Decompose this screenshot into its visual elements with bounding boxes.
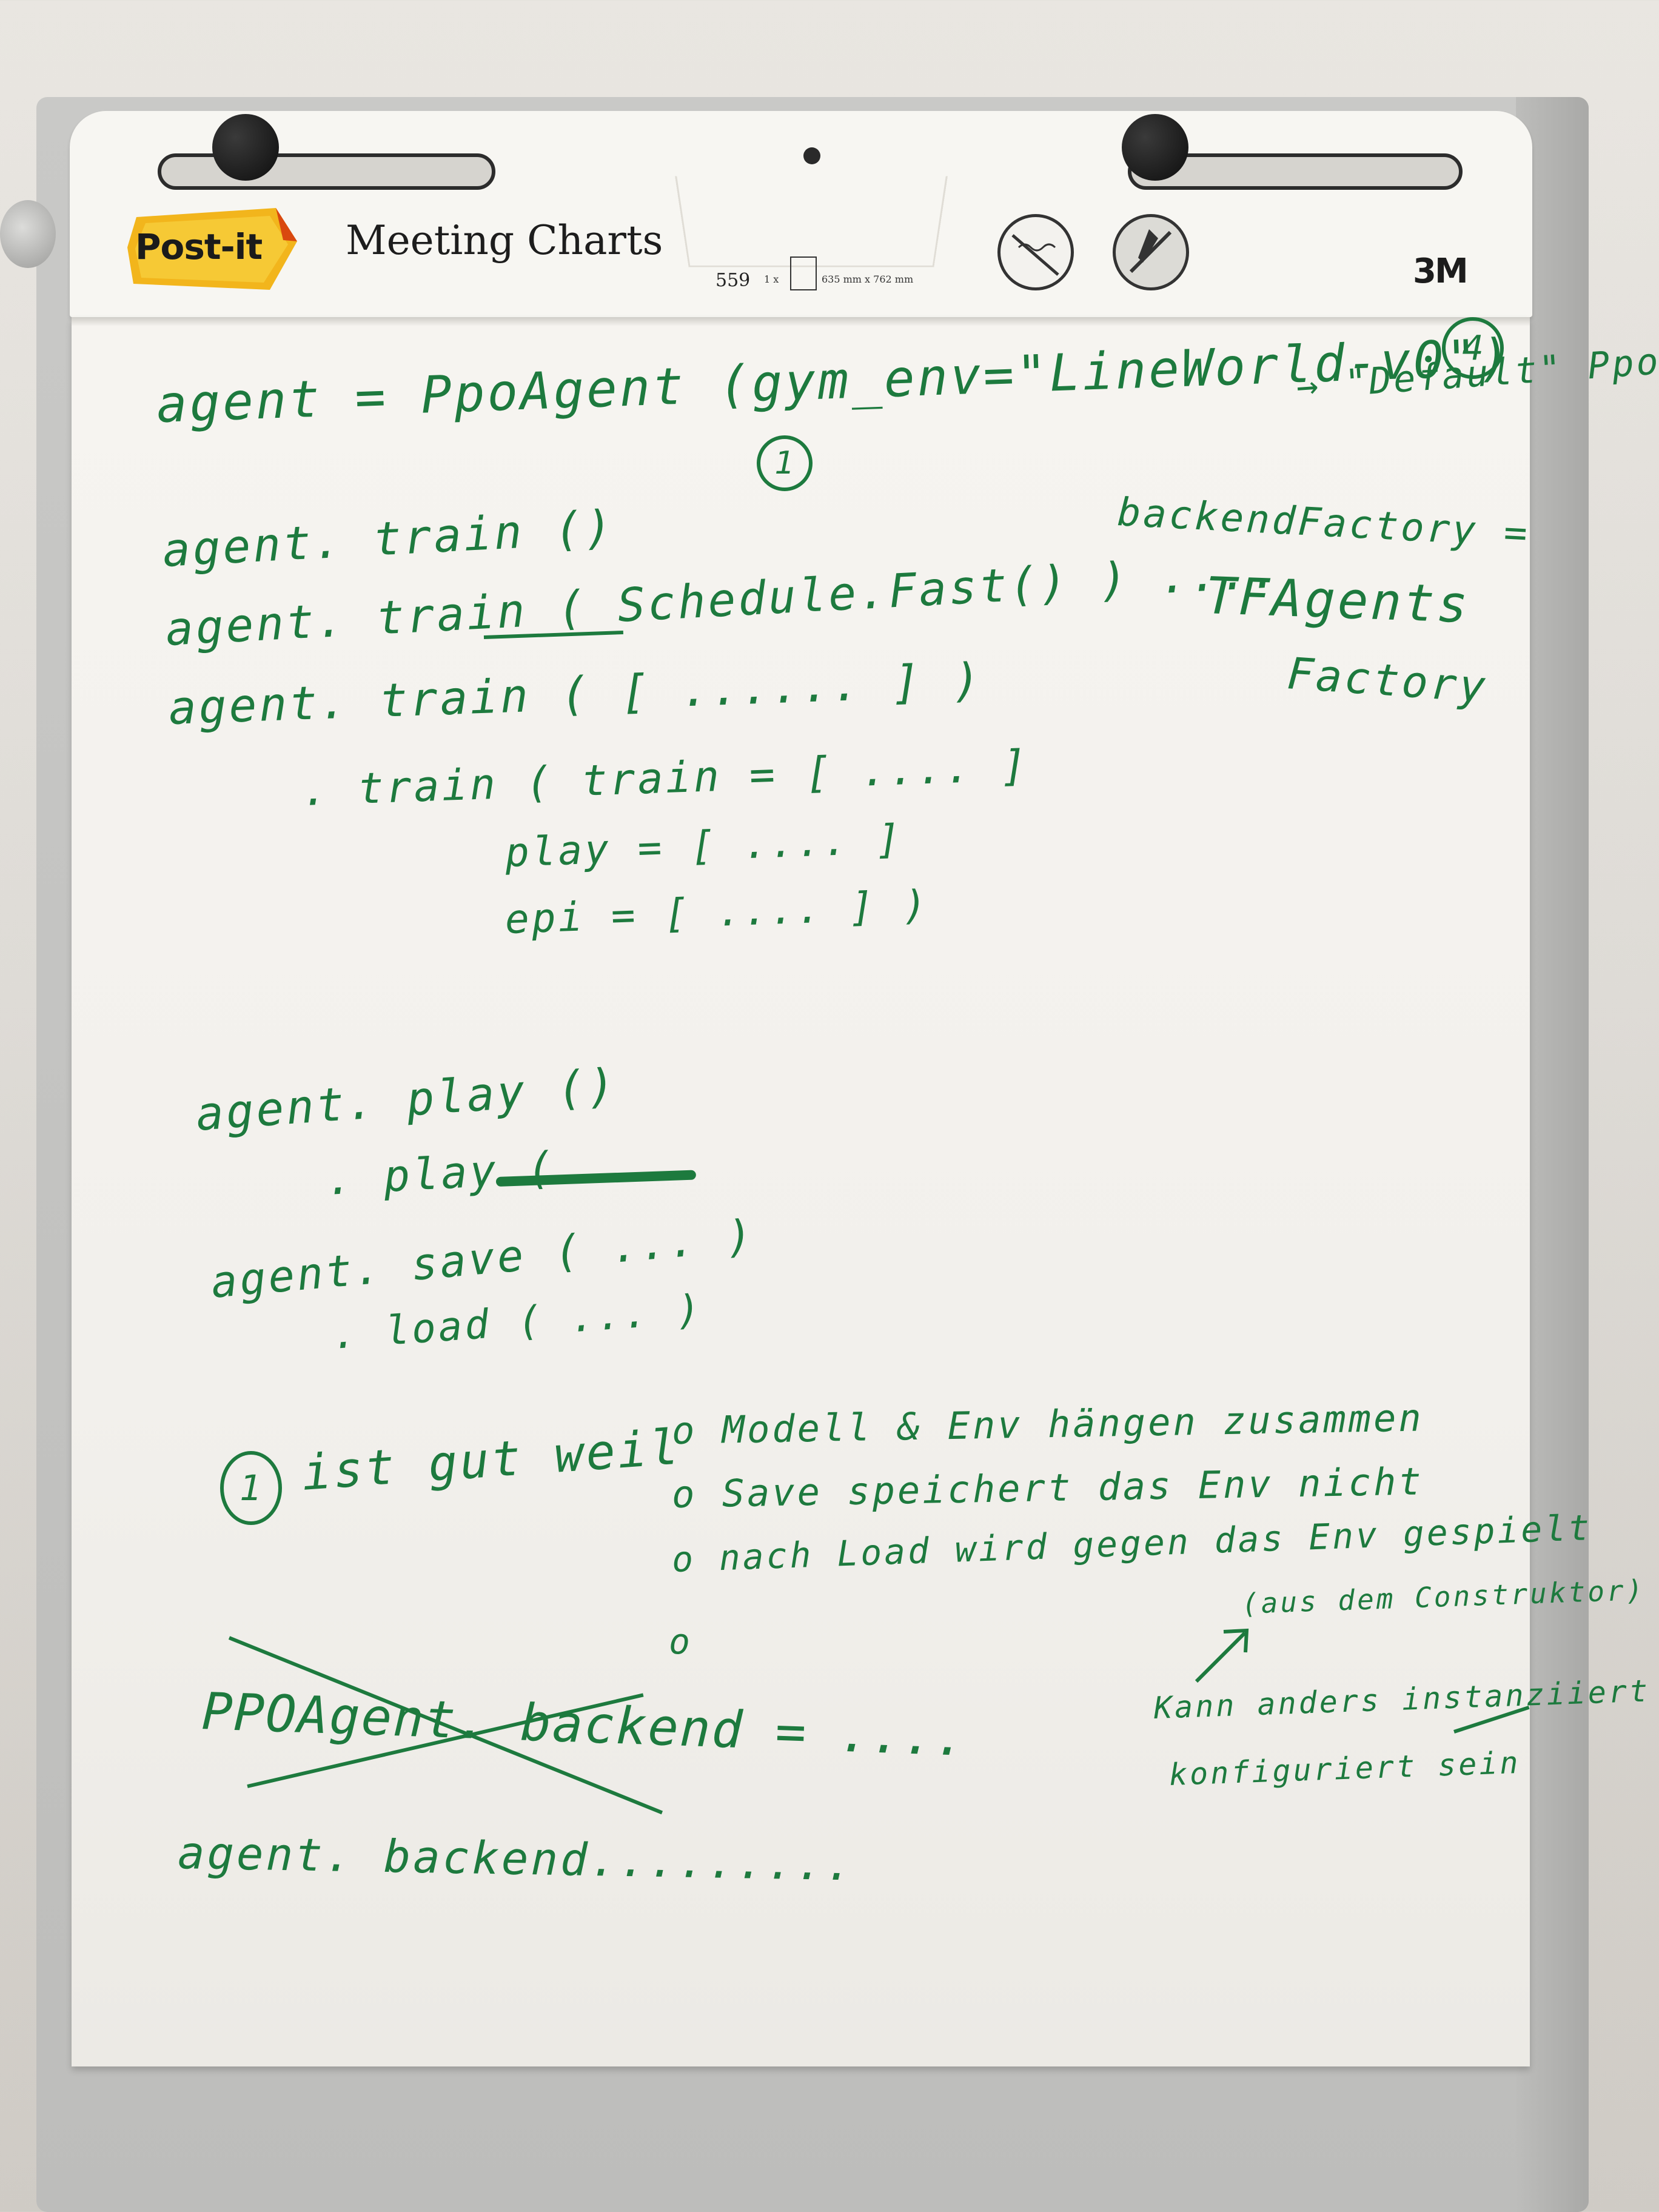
postit-logo-shape [127, 208, 297, 290]
note-bullet-1: o Modell & Env hängen zusammen [671, 1395, 1424, 1453]
note-marker-4: 4 [1442, 317, 1504, 379]
clamp-knob-right [1122, 114, 1188, 181]
note-reason-marker: 1 [220, 1451, 282, 1525]
note-train-4-play: play = [ .... ] [504, 816, 903, 876]
wall-hook [0, 200, 56, 268]
note-train-4: . train ( train = [ .... ] [301, 740, 1030, 816]
note-train-4-epi: epi = [ .... ] ) [504, 881, 930, 943]
clamp-knob-left [212, 114, 279, 181]
clamp-slot-left [158, 153, 495, 190]
sheet-fold [72, 317, 1530, 326]
no-pin-icon-shape [1129, 229, 1172, 273]
note-backend-factory: backendFactory = [1116, 490, 1531, 557]
hanging-hole [803, 147, 820, 164]
postit-logo: Post-it [124, 205, 306, 296]
header-tab-cut [675, 176, 948, 267]
note-train-3: agent. train ( [ ...... ] ) [167, 652, 984, 735]
pad-header: Post-it Meeting Charts 559 1 x 635 mm x … [70, 111, 1532, 317]
note-side-2: konfiguriert sein [1168, 1744, 1521, 1792]
postit-brand-text: Post-it [135, 226, 263, 267]
flipchart-sheet: agent = PpoAgent (gym_env="LineWorld-v0"… [72, 317, 1659, 2066]
note-play-1: agent. play () [193, 1057, 620, 1141]
note-reason-intro: ist gut weil [300, 1418, 683, 1501]
pack-spec: 1 x [764, 273, 779, 285]
product-code: 559 [716, 270, 751, 291]
note-bullet-2: o Save speichert das Env nicht [671, 1459, 1424, 1517]
note-train-1: agent. train () [161, 500, 616, 577]
no-pin-icon [1113, 214, 1189, 290]
note-backend-line: agent. backend......... [177, 1827, 856, 1891]
size-spec: 635 mm x 762 mm [822, 273, 914, 285]
note-load: . load ( ... ) [330, 1285, 705, 1358]
sheet-icon [790, 256, 817, 290]
note-bullet-3: o nach Load wird gegen das Env gespielt [671, 1507, 1593, 1580]
note-marker-1: 1 [757, 435, 813, 491]
pad-title: Meeting Charts [346, 217, 663, 264]
note-crossed-out: PPOAgent. backend = .... [201, 1681, 968, 1768]
paper-quality-icon [997, 214, 1074, 290]
note-play-2: . play ( [324, 1142, 557, 1205]
paper-quality-icon-shape [1011, 234, 1059, 276]
arrow-up-icon [1195, 1628, 1249, 1683]
3m-logo: 3M [1413, 252, 1469, 291]
note-factory: Factory [1285, 648, 1490, 713]
note-bullet-4: o [669, 1621, 692, 1662]
